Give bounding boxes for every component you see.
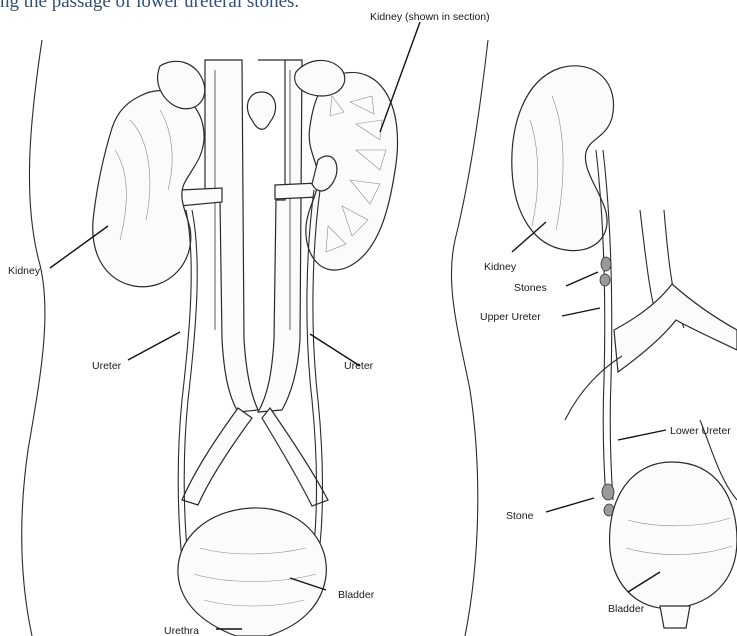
label-kidney-cross-section: Kidney (shown in section) (370, 11, 490, 23)
kidney-detail-organ (512, 66, 614, 251)
label-kidney-left: Kidney (8, 265, 41, 277)
bladder-main-organ (178, 508, 326, 636)
kidney-section-organ (295, 60, 398, 270)
label-lower-ureter: Lower Ureter (670, 425, 731, 437)
label-urethra: Urethra (164, 625, 199, 636)
label-stone-lower: Stone (506, 510, 534, 522)
label-bladder-main: Bladder (338, 589, 375, 601)
label-ureter-left: Ureter (92, 360, 122, 372)
label-kidney-detail: Kidney (484, 261, 517, 273)
body-outline-detail (565, 210, 737, 500)
label-upper-ureter: Upper Ureter (480, 311, 541, 323)
kidney-left-organ (93, 61, 205, 286)
label-bladder-detail: Bladder (608, 603, 645, 615)
stones-upper-marker (600, 257, 611, 286)
stone-lower-marker (602, 484, 614, 516)
label-ureter-right: Ureter (344, 360, 374, 372)
label-stones-upper: Stones (514, 282, 547, 294)
